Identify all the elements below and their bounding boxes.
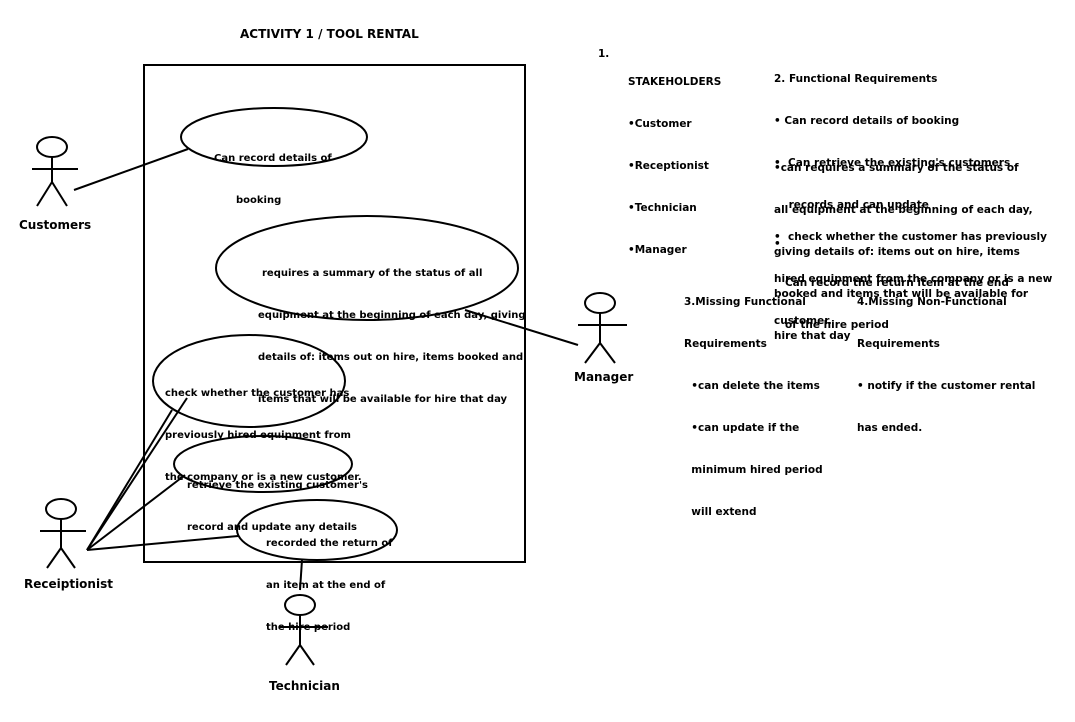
actor-label-receiptionist: Receiptionist bbox=[24, 577, 113, 591]
use-case-record-booking bbox=[180, 107, 368, 167]
use-case-record-return-text: recorded the return of an item at the en… bbox=[266, 509, 393, 649]
functional-line: all equipment at the beginning of each d… bbox=[774, 204, 1033, 216]
functional-requirements-section: 2. Functional Requirements • Can record … bbox=[774, 44, 1010, 346]
missing-functional-section: 3.Missing Functional Requirements •can d… bbox=[684, 267, 823, 533]
stakeholder-item: •Customer bbox=[628, 118, 692, 130]
use-case-record-booking-text: Can record details of booking bbox=[214, 124, 332, 222]
use-case-summary-text: requires a summary of the status of all … bbox=[258, 239, 526, 421]
actor-label-customers: Customers bbox=[19, 218, 92, 232]
assoc-receiptionist-check-2 bbox=[86, 409, 173, 551]
assoc-technician-return bbox=[299, 559, 303, 591]
use-case-line: booking bbox=[236, 195, 282, 206]
stakeholder-item: •Technician bbox=[628, 202, 697, 214]
functional-paragraph-2: • check whether the customer has previou… bbox=[774, 202, 1052, 342]
stakeholder-item: •Receptionist bbox=[628, 160, 709, 172]
use-case-line: items that will be available for hire th… bbox=[258, 394, 508, 405]
missing-nonfunctional-heading: Requirements bbox=[857, 338, 940, 350]
use-case-retrieve-record-text: retrieve the existing customer's record … bbox=[187, 451, 368, 549]
functional-line: • check whether the customer has previou… bbox=[774, 231, 1047, 243]
assoc-receiptionist-retrieve bbox=[86, 474, 186, 551]
functional-line: customer. bbox=[774, 315, 832, 327]
stakeholders-section: STAKEHOLDERS •Customer •Receptionist •Te… bbox=[628, 47, 721, 271]
use-case-line: requires a summary of the status of all bbox=[262, 268, 483, 279]
missing-functional-item: •can delete the items bbox=[684, 380, 820, 392]
actor-label-technician: Technician bbox=[269, 679, 340, 693]
functional-line: hire that day bbox=[774, 330, 851, 342]
functional-line: •can requires a summary of the status of bbox=[774, 162, 1019, 174]
use-case-record-return bbox=[236, 499, 398, 561]
stakeholder-item: •Manager bbox=[628, 244, 687, 256]
use-case-check-customer-text: check whether the customer has previousl… bbox=[165, 359, 362, 499]
use-case-retrieve-record bbox=[173, 435, 353, 493]
functional-item: Can record the return item at the end bbox=[774, 277, 1009, 289]
missing-nonfunctional-heading: 4.Missing Non-Functional bbox=[857, 296, 1007, 308]
missing-functional-heading: Requirements bbox=[684, 338, 767, 350]
use-case-line: Can record details of bbox=[214, 153, 332, 164]
use-case-line: the hire period bbox=[266, 622, 351, 633]
diagram-title: ACTIVITY 1 / TOOL RENTAL bbox=[240, 27, 419, 41]
actor-technician-figure bbox=[280, 594, 328, 666]
functional-line: booked and items that will be available … bbox=[774, 288, 1029, 300]
missing-functional-heading: 3.Missing Functional bbox=[684, 296, 806, 308]
functional-item: of the hire period bbox=[774, 319, 889, 331]
use-case-line: recorded the return of bbox=[266, 538, 393, 549]
missing-nonfunctional-section: 4.Missing Non-Functional Requirements • … bbox=[857, 267, 1035, 449]
missing-functional-item: •can update if the bbox=[684, 422, 800, 434]
actor-customers-figure bbox=[32, 136, 78, 207]
functional-item: • Can record details of booking bbox=[774, 115, 960, 127]
use-case-line: record and update any details bbox=[187, 522, 357, 533]
assoc-customers-booking bbox=[73, 148, 189, 191]
actor-label-manager: Manager bbox=[574, 370, 634, 384]
functional-item: • bbox=[774, 238, 785, 250]
missing-nonfunctional-item: has ended. bbox=[857, 422, 923, 434]
functional-heading: 2. Functional Requirements bbox=[774, 73, 938, 85]
assoc-manager-summary bbox=[464, 309, 579, 346]
use-case-line: an item at the end of bbox=[266, 580, 386, 591]
system-boundary bbox=[143, 64, 526, 563]
use-case-line: retrieve the existing customer's bbox=[187, 480, 368, 491]
assoc-receiptionist-check bbox=[86, 397, 188, 551]
use-case-line: the company or is a new customer. bbox=[165, 472, 362, 483]
use-case-line: check whether the customer has bbox=[165, 388, 350, 399]
functional-item: • Can retrieve the existing's customers bbox=[774, 157, 1011, 169]
stakeholders-number: 1. bbox=[598, 48, 610, 60]
actor-manager-figure bbox=[578, 292, 627, 364]
use-case-summary bbox=[215, 215, 519, 321]
use-case-check-customer bbox=[152, 334, 346, 428]
functional-item: records and can update bbox=[774, 199, 929, 211]
missing-nonfunctional-item: • notify if the customer rental bbox=[857, 380, 1036, 392]
use-case-line: equipment at the beginning of each day, … bbox=[258, 310, 526, 321]
actor-receiptionist-figure bbox=[40, 498, 86, 569]
stakeholders-heading: STAKEHOLDERS bbox=[628, 76, 722, 88]
missing-functional-item: minimum hired period bbox=[684, 464, 823, 476]
functional-line: giving details of: items out on hire, it… bbox=[774, 246, 1020, 258]
functional-paragraph-1: •can requires a summary of the status of… bbox=[774, 133, 1033, 357]
use-case-line: previously hired equipment from bbox=[165, 430, 351, 441]
functional-line: hired equipment from the company or is a… bbox=[774, 273, 1053, 285]
missing-functional-item: will extend bbox=[684, 506, 757, 518]
use-case-line: details of: items out on hire, items boo… bbox=[258, 352, 524, 363]
assoc-receiptionist-return bbox=[86, 535, 239, 551]
